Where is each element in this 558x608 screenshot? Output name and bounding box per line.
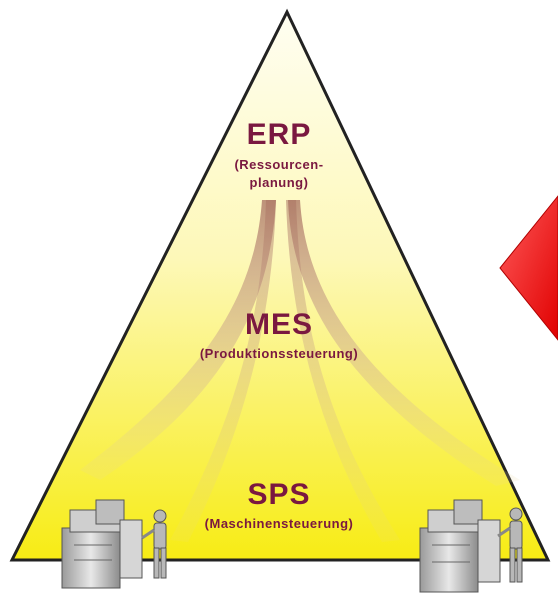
machine-right-icon bbox=[419, 499, 501, 593]
sps-title: SPS bbox=[247, 478, 311, 511]
sps-subtitle: (Maschinensteuerung) bbox=[204, 516, 354, 531]
worker-right-icon bbox=[497, 507, 523, 583]
flow-band-inner-left bbox=[170, 200, 276, 542]
machine-left-icon bbox=[61, 499, 143, 589]
flow-band-inner-right bbox=[286, 200, 400, 542]
erp-subtitle-line1: (Ressourcen- bbox=[234, 157, 324, 172]
mes-subtitle: (Produktionssteuerung) bbox=[199, 346, 359, 361]
mes-title: MES bbox=[244, 308, 313, 341]
erp-title: ERP bbox=[246, 118, 312, 151]
erp-subtitle-line2: planung) bbox=[249, 175, 309, 190]
worker-left-icon bbox=[141, 509, 167, 579]
left-arrow-icon bbox=[499, 195, 558, 341]
flow-band-left bbox=[80, 200, 276, 480]
flow-bands bbox=[80, 200, 520, 542]
